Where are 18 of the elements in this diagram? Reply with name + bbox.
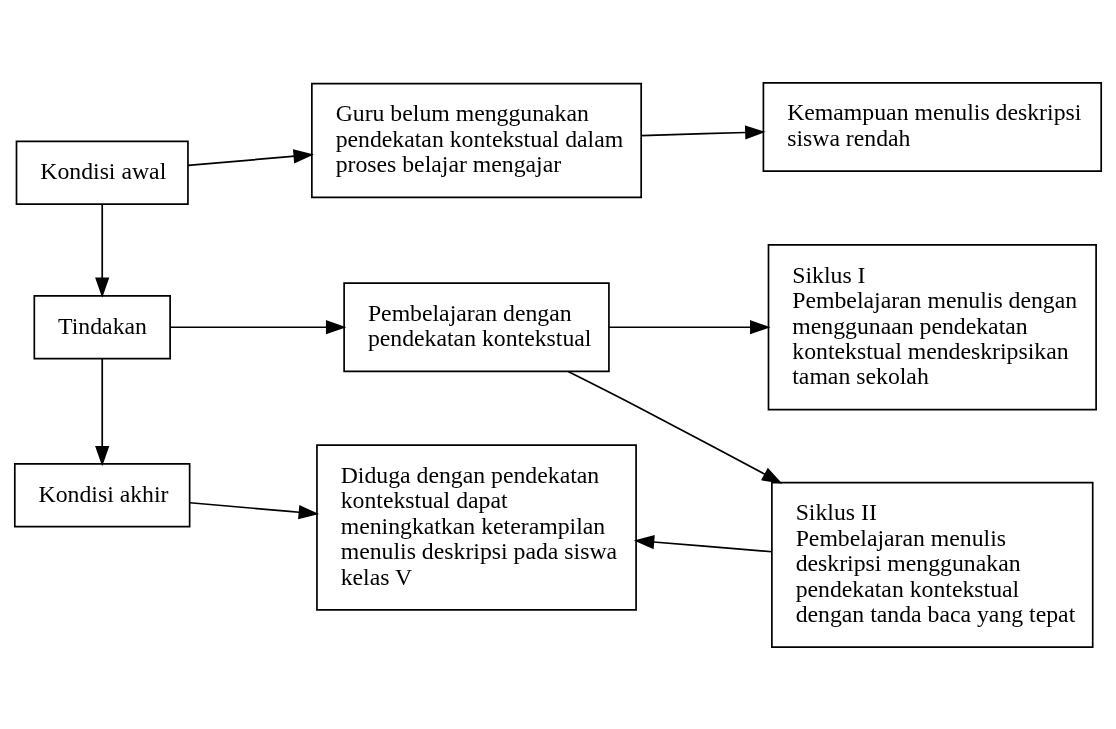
- node-box: Pembelajaran dengan pendekatan kontekstual: [343, 281, 610, 372]
- node-box: Siklus II Pembelajaran menulis deskripsi menggunakan pendekatan kontekstual dengan tanda baca yang tepat: [771, 481, 1094, 648]
- node-box: Guru belum menggunakan pendekatan kontekstual dalam proses belajar mengajar: [311, 82, 643, 198]
- arrow: [95, 357, 110, 466]
- arrow: [633, 534, 773, 553]
- node-box: Kondisi awal: [15, 140, 189, 205]
- node-box: Tindakan: [33, 294, 171, 359]
- arrow: [95, 203, 110, 298]
- node-box: Diduga dengan pendekatan kontekstual dapat meningkatkan keterampilan menulis deskripsi pada siswa kelas V: [316, 443, 637, 611]
- arrow: [187, 148, 314, 166]
- node-box: Siklus I Pembelajaran menulis dengan menggunaan pendekatan kontekstual mendeskripsikan taman sekolah: [767, 243, 1097, 410]
- arrow: [189, 501, 319, 519]
- arrow: [640, 124, 766, 140]
- arrow: [169, 319, 347, 334]
- arrow: [567, 370, 783, 484]
- node-box: Kondisi akhir: [13, 462, 191, 528]
- node-box: Kemampuan menulis deskripsi siswa rendah: [762, 81, 1103, 172]
- arrow: [608, 319, 771, 334]
